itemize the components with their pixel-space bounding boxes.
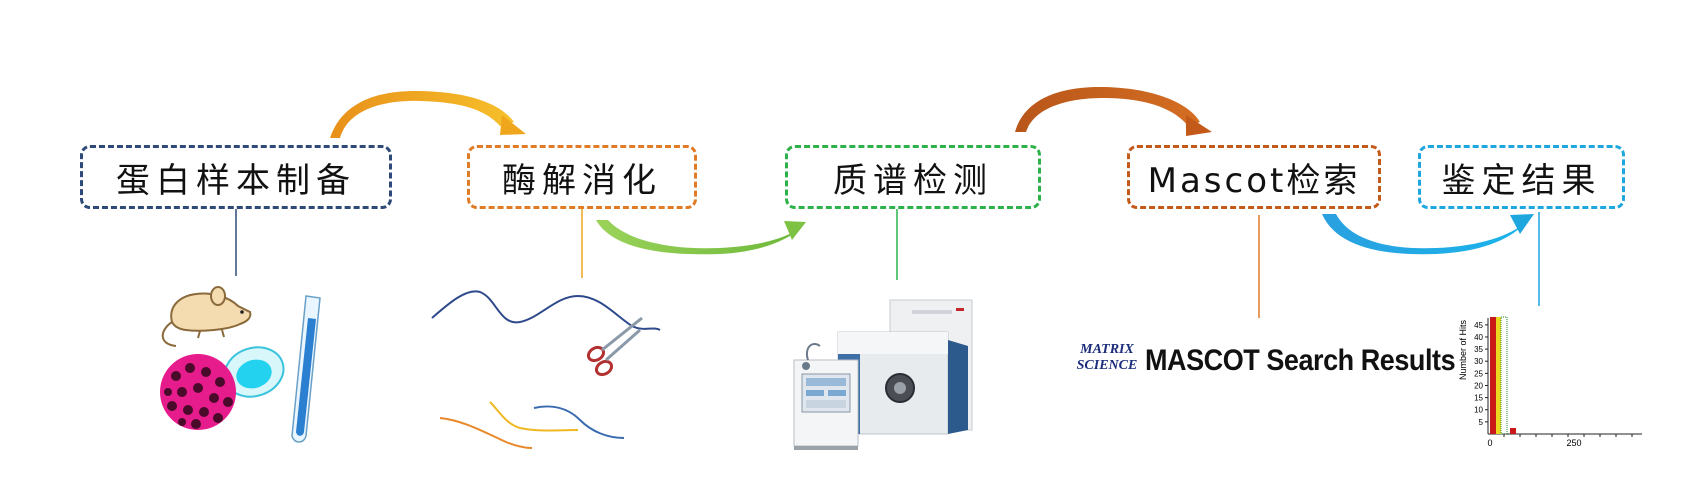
logo-line-2: SCIENCE [1076,358,1138,373]
step-protein-prep: 蛋白样本制备 [80,145,392,209]
step-digestion: 酶解消化 [467,145,697,209]
step-results: 鉴定结果 [1418,145,1625,209]
step-mascot-search: Mascot检索 [1127,145,1381,209]
step-label: 酶解消化 [502,160,662,201]
arrow-ms-to-mascot [1015,86,1212,136]
mascot-search-results-title: MASCOT Search Results [1145,344,1456,377]
arrow-prep-to-digestion [330,90,526,138]
arrow-mascot-to-results [1322,214,1534,255]
step-label: Mascot检索 [1147,160,1361,201]
matrix-science-logo: MATRIX SCIENCE [1076,342,1138,382]
logo-line-1: MATRIX [1080,342,1134,357]
step-label: 鉴定结果 [1441,160,1602,201]
step-label: 质谱检测 [833,160,993,201]
step-label: 蛋白样本制备 [116,160,356,201]
arrow-digestion-to-ms [596,220,806,255]
step-ms-detection: 质谱检测 [785,145,1041,209]
